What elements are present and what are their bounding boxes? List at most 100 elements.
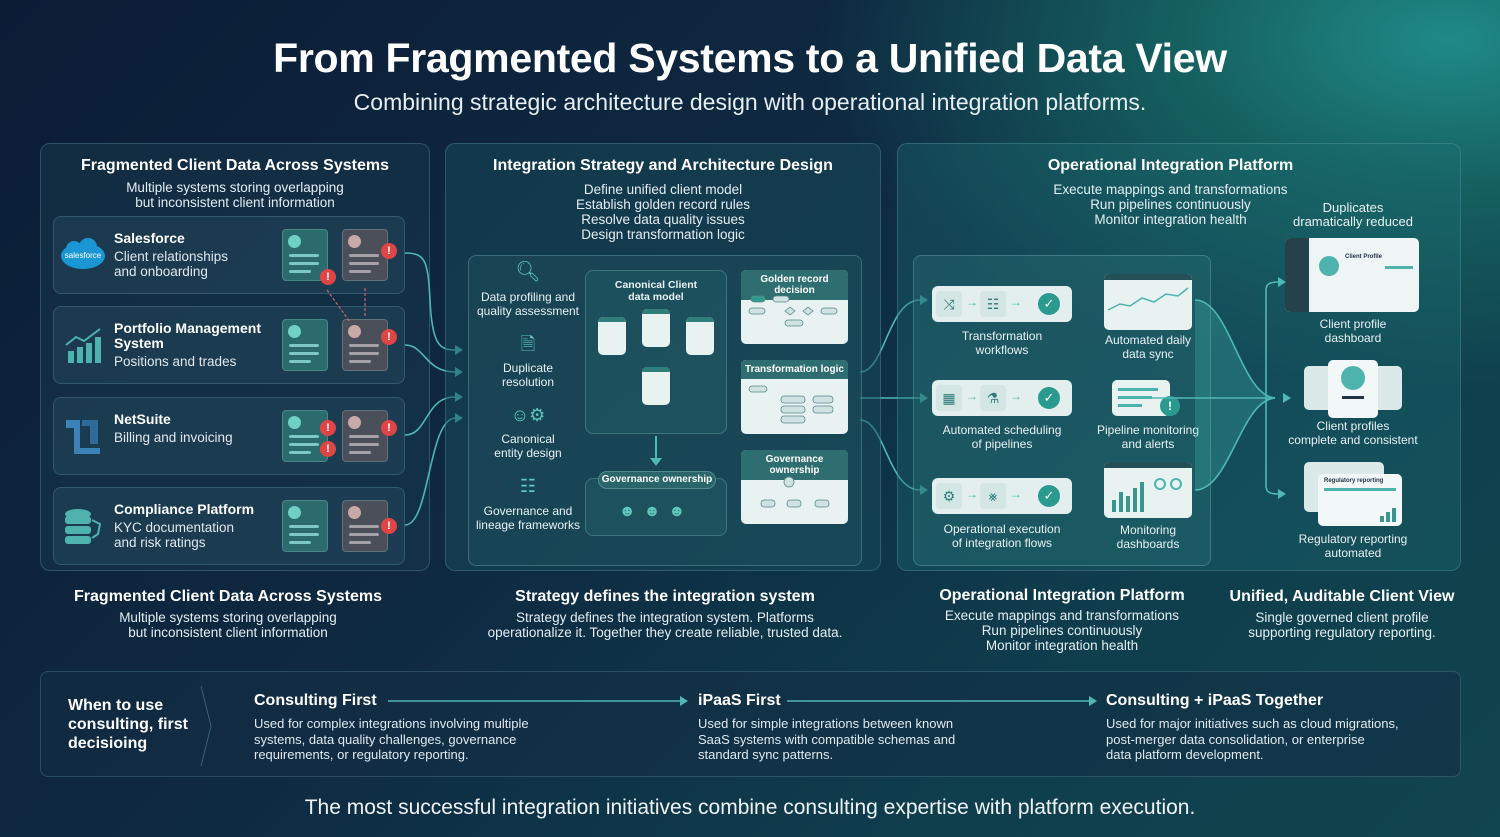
arrow-icon: → xyxy=(966,389,978,403)
step-label: entity design xyxy=(494,446,562,460)
summary-line: Monitor integration health xyxy=(985,638,1139,653)
arrow-right-icon xyxy=(787,696,1097,706)
option-desc-line: Used for complex integrations involving … xyxy=(254,716,529,731)
page-subtitle: Combining strategic architecture design … xyxy=(353,89,1147,115)
calendar-icon: ▦ xyxy=(936,385,962,411)
panel-subtitle-line: Run pipelines continuously xyxy=(1090,197,1251,212)
down-arrow xyxy=(655,436,657,460)
panel-subtitle-line: Execute mappings and transformations xyxy=(1053,182,1288,197)
client-record-card-conflict xyxy=(342,229,388,281)
panel-title: Operational Integration Platform xyxy=(1047,157,1294,174)
summary-title: Fragmented Client Data Across Systems xyxy=(74,588,382,605)
arrow-icon: → xyxy=(966,295,978,309)
option-desc-line: SaaS systems with compatible schemas and xyxy=(698,731,956,747)
option-desc-line: requirements, or regulatory reporting. xyxy=(254,747,469,762)
option-desc-line: systems, data quality challenges, govern… xyxy=(254,731,517,747)
database-icon xyxy=(60,506,106,546)
step-label: quality assessment xyxy=(476,304,580,318)
strategy-panel: Integration Strategy and Architecture De… xyxy=(445,143,881,571)
decision-label-line: consulting, first xyxy=(68,716,188,733)
summary-line: Execute mappings and transformations xyxy=(944,608,1180,623)
summary-title: Strategy defines the integration system xyxy=(515,588,815,605)
integration-icon: ⨳ xyxy=(980,483,1006,509)
panel-subtitle-line: Design transformation logic xyxy=(581,227,745,242)
transformation-diagram xyxy=(748,385,834,424)
outcomes-header: dramatically reduced xyxy=(1293,214,1413,229)
alert-icon: ! xyxy=(320,269,336,285)
canonical-model-title: data model xyxy=(628,291,684,303)
governance-ownership-box: Governance ownership ☻☻☻ xyxy=(585,471,727,536)
magnifier-chart-icon: 🔍︎ xyxy=(515,261,541,283)
down-arrow-head xyxy=(650,458,662,466)
option-title: Consulting + iPaaS Together xyxy=(1106,692,1324,709)
system-name: NetSuite xyxy=(114,411,171,427)
flow-label: workflows xyxy=(975,343,1029,357)
outcome-label: Client profile xyxy=(1319,317,1387,331)
alert-icon: ! xyxy=(381,518,397,534)
option-desc-line: post-merger data consolidation, or enter… xyxy=(1106,731,1365,747)
governance-ownership-label: Governance ownership xyxy=(598,471,716,489)
option-desc-line: Used for major initiatives such as cloud… xyxy=(1106,716,1399,731)
decision-label: When to use consulting, first decisioing xyxy=(68,696,188,753)
outcomes-header: Duplicates xyxy=(1322,200,1384,215)
option-desc: Used for complex integrations involving … xyxy=(254,716,529,763)
system-netsuite: NetSuite Billing and invoicing ! ! ! xyxy=(53,397,405,475)
ownership-diagram xyxy=(760,476,830,508)
client-record-card-conflict xyxy=(342,319,388,371)
system-desc: and onboarding xyxy=(114,264,208,279)
gear-icon: ⚙ xyxy=(936,483,962,509)
panel-title: Integration Strategy and Architecture De… xyxy=(493,157,833,174)
card-title: Golden record decision xyxy=(741,270,848,300)
step-label: Governance and xyxy=(483,504,573,518)
output-label: dashboards xyxy=(1116,537,1180,551)
system-name: System xyxy=(114,335,164,351)
data-sync-screen xyxy=(1104,274,1192,330)
check-icon: ✓ xyxy=(1038,293,1060,315)
summary-title: Operational Integration Platform xyxy=(939,587,1185,604)
panel-subtitle-line: Establish golden record rules xyxy=(575,197,751,212)
decision-label-line: When to use xyxy=(68,697,164,714)
outcome-label: complete and consistent xyxy=(1288,433,1418,447)
documents-icon: 🗎︎ xyxy=(520,334,536,354)
pipeline-icon: ⚗ xyxy=(980,385,1006,411)
chevron-right-icon xyxy=(200,685,212,767)
fragmented-data-panel: Fragmented Client Data Across Systems Mu… xyxy=(40,143,430,571)
panel-title: Fragmented Client Data Across Systems xyxy=(81,157,389,174)
client-profile-card xyxy=(1328,360,1378,418)
decision-diagram xyxy=(748,295,838,327)
client-profile-dashboard-screen: Client Profile xyxy=(1285,238,1419,312)
summary-line: Strategy defines the integration system.… xyxy=(516,610,814,625)
alert-icon: ! xyxy=(381,243,397,259)
system-desc: Positions and trades xyxy=(114,354,237,369)
panel-subtitle-line: Define unified client model xyxy=(583,182,743,197)
entity-table xyxy=(642,309,670,347)
summary-line: Run pipelines continuously xyxy=(981,623,1143,638)
check-icon: ✓ xyxy=(1038,387,1060,409)
summary-line: operationalize it. Together they create … xyxy=(487,625,843,640)
page-title: From Fragmented Systems to a Unified Dat… xyxy=(273,35,1227,81)
client-record-card-conflict xyxy=(342,500,388,552)
option-desc-line: standard sync patterns. xyxy=(698,747,834,762)
regulatory-report-card: Regulatory reporting xyxy=(1318,474,1402,526)
client-record-card xyxy=(282,500,328,552)
alert-icon: ! xyxy=(381,420,397,436)
panel-subtitle-line: Resolve data quality issues xyxy=(581,212,745,227)
canonical-model-title: Canonical Client xyxy=(614,279,698,291)
pipeline-workspace: ⤨ → ☷ → ✓ Transformation workflows Autom… xyxy=(913,255,1211,566)
alert-icon: ! xyxy=(320,441,336,457)
option-desc: Used for simple integrations between kno… xyxy=(698,716,955,763)
system-desc: Client relationships xyxy=(114,249,229,264)
arrow-right-icon xyxy=(388,696,688,706)
summary-title: Unified, Auditable Client View xyxy=(1229,588,1455,605)
architecture-workspace: 🔍︎ Data profiling and quality assessment… xyxy=(468,255,862,566)
alert-badge-icon: ! xyxy=(1160,396,1180,416)
arrow-icon: → xyxy=(1010,487,1022,501)
card-title: Transformation logic xyxy=(741,360,848,379)
client-record-card-conflict xyxy=(342,410,388,462)
card-title: Regulatory reporting xyxy=(1324,478,1384,484)
card-title: Client Profile xyxy=(1345,254,1383,260)
check-icon: ✓ xyxy=(1038,485,1060,507)
flow-label: Automated scheduling xyxy=(942,423,1062,437)
outcome-label: Regulatory reporting xyxy=(1298,532,1408,546)
